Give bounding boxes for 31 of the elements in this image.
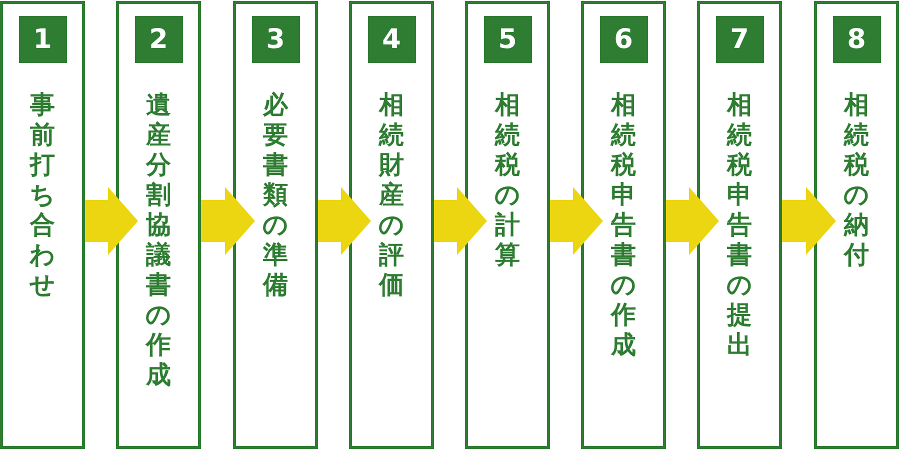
- step-box: [349, 1, 434, 449]
- step-box: [814, 1, 899, 449]
- step-label: 相続税の納付: [842, 90, 870, 270]
- arrow: [434, 187, 487, 255]
- arrow: [550, 187, 603, 255]
- step-box: [233, 1, 318, 449]
- number-badge: 2: [134, 16, 182, 63]
- step-box: [697, 1, 782, 449]
- step-label: 相続税の計算: [494, 90, 522, 270]
- number-badge: 5: [484, 16, 532, 63]
- step-label: 相続財産の評価: [377, 90, 406, 300]
- step-label: 必要書類の準備: [261, 90, 290, 300]
- step-box: [581, 1, 666, 449]
- number-badge: 6: [600, 16, 648, 63]
- step-label: 相続税申告書の作成: [609, 90, 638, 360]
- step-label: 相続税申告書の提出: [726, 90, 754, 360]
- arrow: [85, 187, 138, 255]
- number-badge: 1: [18, 16, 66, 63]
- number-badge: 7: [716, 16, 764, 63]
- step-box: [465, 1, 550, 449]
- arrow: [318, 187, 371, 255]
- number-badge: 8: [832, 16, 880, 63]
- step-box: [116, 1, 201, 449]
- arrow: [666, 187, 719, 255]
- step-label: 遺産分割協議書の作成: [144, 90, 172, 390]
- arrow: [201, 187, 255, 255]
- number-badge: 3: [252, 16, 300, 63]
- step-box: [0, 1, 85, 449]
- step-label: 事前打ち合わせ: [28, 90, 56, 300]
- number-badge: 4: [368, 16, 416, 63]
- arrow: [782, 187, 836, 255]
